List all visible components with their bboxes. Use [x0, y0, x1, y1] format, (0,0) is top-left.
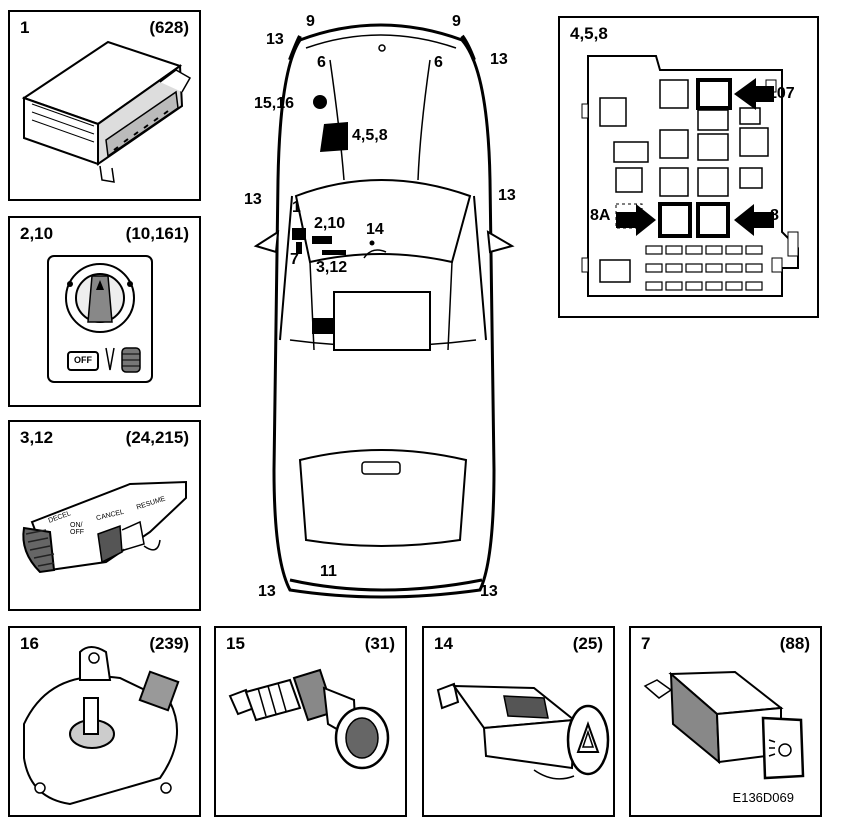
fusebox-callout-8a: 8A — [590, 207, 611, 224]
panel-14-hazard-switch: 14 (25) — [422, 626, 615, 817]
panel-4-5-8-fusebox: 4,5,8 107 8A 8 — [558, 16, 819, 318]
headlamp-switch-drawing — [47, 255, 153, 383]
callout-6-left: 6 — [317, 54, 326, 71]
panel-number: 16 — [20, 634, 39, 653]
off-button-label: OFF — [74, 355, 92, 365]
panel-reference: (24,215) — [125, 428, 189, 447]
callout-13-mid-right: 13 — [498, 187, 516, 204]
callout-9-left: 9 — [306, 13, 315, 30]
panel-number: 7 — [641, 634, 651, 653]
callout-7: 7 — [290, 251, 299, 268]
panel-7-fog-lamp-switch: 7 (88) E136D069 — [629, 626, 822, 817]
fusebox-drawing — [581, 55, 799, 297]
callout-11: 11 — [320, 563, 337, 580]
callout-4-5-8: 4,5,8 — [352, 127, 388, 144]
control-module-drawing — [21, 40, 192, 183]
panel-3-12-cruise-stalk: 3,12 (24,215) DECEL RESUME ON/ OFF CANCE… — [8, 420, 201, 611]
callout-9-right: 9 — [452, 13, 461, 30]
panel-number: 15 — [226, 634, 245, 653]
callout-13-top-left: 13 — [266, 31, 284, 48]
callout-2-10: 2,10 — [314, 215, 346, 232]
panel-1-control-module: 1 (628) — [8, 10, 201, 201]
panel-reference: (31) — [364, 634, 395, 653]
callout-1: 1 — [292, 199, 301, 216]
panel-reference: (628) — [149, 18, 189, 37]
panel-2-10-headlamp-switch: 2,10 (10,161) OFF — [8, 216, 201, 407]
fusebox-callout-8: 8 — [770, 207, 779, 224]
figure-code: E136D069 — [732, 790, 794, 805]
callout-13-mid-left: 13 — [244, 191, 262, 208]
panel-15-sensor: 15 (31) — [214, 626, 407, 817]
fog-lamp-switch-drawing — [643, 670, 805, 780]
panel-number: 2,10 — [20, 224, 54, 243]
callout-3-12: 3,12 — [316, 259, 348, 276]
panel-number: 3,12 — [20, 428, 54, 447]
panel-number: 4,5,8 — [570, 24, 608, 43]
callout-13-bottom-right: 13 — [480, 583, 498, 600]
callout-14: 14 — [366, 221, 384, 238]
callout-13-top-right: 13 — [490, 51, 508, 68]
hazard-switch-drawing — [436, 682, 610, 780]
panel-reference: (88) — [779, 634, 810, 653]
panel-reference: (10,161) — [125, 224, 189, 243]
callout-6-right: 6 — [434, 54, 443, 71]
fusebox-callout-107: 107 — [768, 85, 795, 102]
panel-reference: (239) — [149, 634, 189, 653]
panel-number: 1 — [20, 18, 30, 37]
panel-number: 14 — [434, 634, 453, 653]
cruise-stalk-drawing — [22, 480, 187, 574]
callout-15-16: 15,16 — [254, 95, 295, 112]
panel-reference: (25) — [572, 634, 603, 653]
callout-13-bottom-left: 13 — [258, 583, 276, 600]
onoff-label: ON/ OFF — [70, 522, 84, 536]
temperature-sensor-drawing — [228, 668, 390, 770]
wiper-motor-drawing — [23, 646, 180, 806]
panel-16-wiper-motor: 16 (239) — [8, 626, 201, 817]
